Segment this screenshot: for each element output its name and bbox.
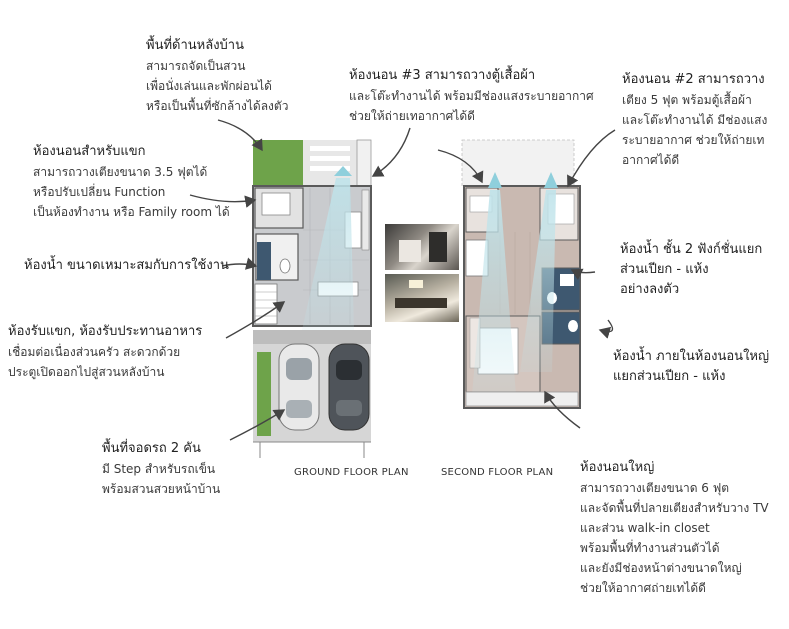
note-guest-room-line: หรือปรับเปลี่ยน Function [33, 185, 166, 199]
note-bedroom-2-line: และโต๊ะทำงานได้ มีช่องแสง [622, 113, 768, 127]
note-guest-room-line: สามารถวางเตียงขนาด 3.5 ฟุตได้ [33, 165, 208, 179]
car-dark [328, 343, 370, 431]
note-parking-title: พื้นที่จอดรถ 2 คัน [102, 441, 201, 456]
ground-floor-plan [252, 139, 372, 458]
ground-floor-plan-label: GROUND FLOOR PLAN [294, 467, 409, 478]
note-bedroom-2-line: ระบายอากาศ ช่วยให้ถ่ายเท [622, 133, 765, 147]
note-bedroom-3-line: และโต๊ะทำงานได้ พร้อมมีช่องแสงระบายอากาศ [349, 89, 594, 103]
note-master-bedroom-line: และยังมีช่องหน้าต่างขนาดใหญ่ [580, 561, 742, 575]
note-guest-room: ห้องนอนสำหรับแขก สามารถวางเตียงขนาด 3.5 … [33, 142, 230, 222]
note-backyard-line: หรือเป็นพื้นที่ซักล้างได้ลงตัว [146, 99, 289, 113]
note-living-dining: ห้องรับแขก, ห้องรับประทานอาหาร เชื่อมต่อ… [8, 322, 202, 382]
note-master-bedroom-line: พร้อมพื้นที่ทำงานส่วนตัวได้ [580, 541, 720, 555]
note-living-dining-line: เชื่อมต่อเนื่องส่วนครัว สะดวกด้วย [8, 345, 181, 359]
note-parking-line: มี Step สำหรับรถเข็น [102, 462, 216, 476]
note-bedroom-3-line: ช่วยให้ถ่ายเทอากาศได้ดี [349, 109, 475, 123]
note-bedroom-2-title: ห้องนอน #2 สามารถวาง [622, 72, 765, 87]
note-ground-bathroom-title: ห้องน้ำ ขนาดเหมาะสมกับการใช้งาน [24, 258, 229, 273]
note-guest-room-line: เป็นห้องทำงาน หรือ Family room ได้ [33, 205, 230, 219]
note-master-bedroom-title: ห้องนอนใหญ่ [580, 460, 655, 475]
note-guest-room-title: ห้องนอนสำหรับแขก [33, 144, 146, 159]
note-master-bedroom-line: สามารถวางเตียงขนาด 6 ฟุต [580, 481, 730, 495]
note-second-bathroom: ห้องน้ำ ชั้น 2 ฟังก์ชั่นแยก ส่วนเปียก - … [620, 240, 762, 300]
note-master-bedroom: ห้องนอนใหญ่ สามารถวางเตียงขนาด 6 ฟุต และ… [580, 458, 769, 598]
front-garden [257, 352, 271, 436]
note-parking: พื้นที่จอดรถ 2 คัน มี Step สำหรับรถเข็น … [102, 439, 220, 499]
note-ground-bathroom: ห้องน้ำ ขนาดเหมาะสมกับการใช้งาน [24, 256, 229, 276]
note-bedroom-3-title: ห้องนอน #3 สามารถวางตู้เสื้อผ้า [349, 68, 536, 83]
note-backyard-line: เพื่อนั่งเล่นและพักผ่อนได้ [146, 79, 272, 93]
interior-photo-living [385, 224, 459, 270]
note-master-bedroom-line: ช่วยให้อากาศถ่ายเทได้ดี [580, 581, 706, 595]
note-second-bathroom-line: อย่างลงตัว [620, 282, 680, 297]
annotation-arrows [189, 119, 616, 441]
note-master-bedroom-line: และส่วน walk-in closet [580, 521, 710, 535]
balcony [465, 391, 579, 407]
car-white [278, 343, 320, 431]
note-master-bedroom-line: และจัดพื้นที่ปลายเตียงสำหรับวาง TV [580, 501, 769, 515]
ground-stair [254, 283, 278, 325]
note-backyard-line: สามารถจัดเป็นสวน [146, 59, 246, 73]
note-bedroom-2-line: อากาศได้ดี [622, 153, 680, 167]
note-parking-line: พร้อมสวนสวยหน้าบ้าน [102, 482, 221, 496]
note-backyard-title: พื้นที่ด้านหลังบ้าน [146, 38, 244, 53]
interior-photo-dining [385, 274, 459, 322]
second-floor-plan [461, 139, 581, 409]
note-master-bathroom-line: แยกส่วนเปียก - แห้ง [613, 369, 726, 384]
second-floor-plan-label: SECOND FLOOR PLAN [441, 467, 554, 478]
note-bedroom-2: ห้องนอน #2 สามารถวาง เตียง 5 ฟุต พร้อมตู… [622, 70, 767, 170]
note-bedroom-2-line: เตียง 5 ฟุต พร้อมตู้เสื้อผ้า [622, 93, 752, 107]
note-second-bathroom-title: ห้องน้ำ ชั้น 2 ฟังก์ชั่นแยก [620, 242, 763, 257]
note-backyard: พื้นที่ด้านหลังบ้าน สามารถจัดเป็นสวน เพื… [146, 36, 288, 116]
note-master-bathroom-title: ห้องน้ำ ภายในห้องนอนใหญ่ [613, 349, 770, 364]
note-master-bathroom: ห้องน้ำ ภายในห้องนอนใหญ่ แยกส่วนเปียก - … [613, 347, 769, 387]
note-bedroom-3: ห้องนอน #3 สามารถวางตู้เสื้อผ้า และโต๊ะท… [349, 66, 594, 126]
note-living-dining-title: ห้องรับแขก, ห้องรับประทานอาหาร [8, 324, 203, 339]
note-living-dining-line: ประตูเปิดออกไปสู่สวนหลังบ้าน [8, 365, 165, 379]
note-second-bathroom-line: ส่วนเปียก - แห้ง [620, 262, 709, 277]
